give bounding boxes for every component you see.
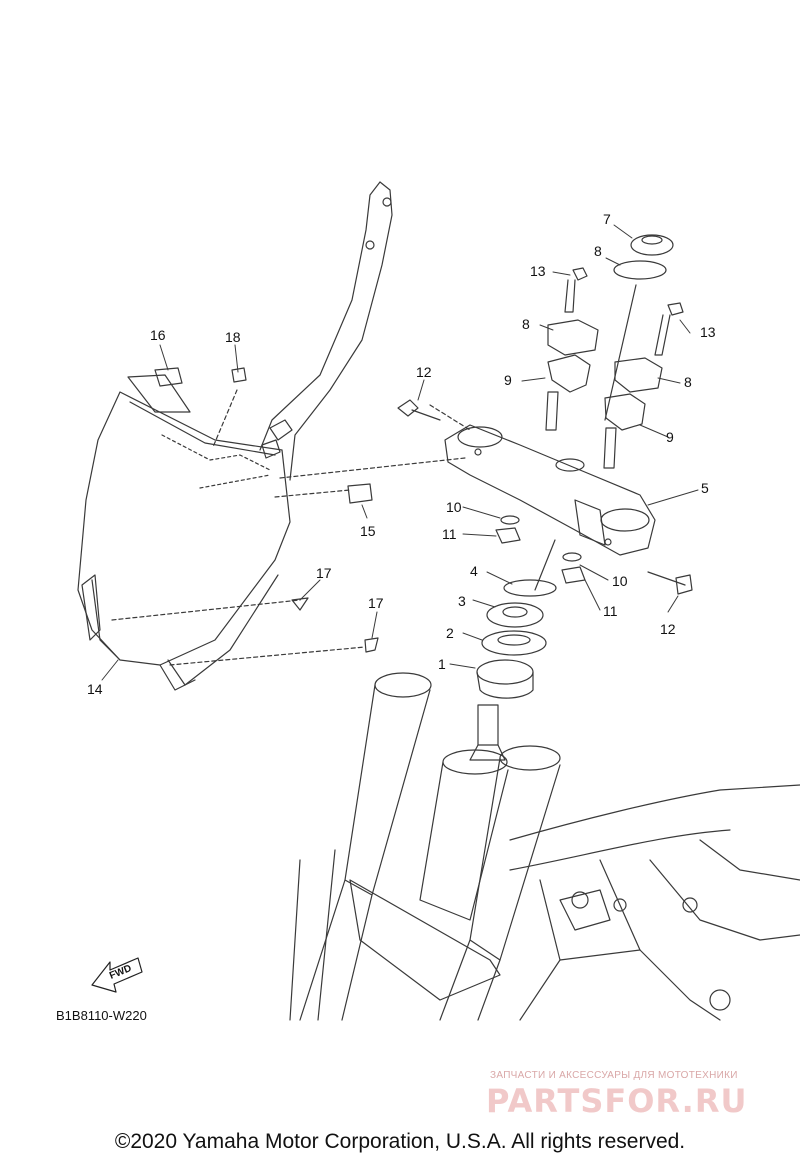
- callout-12b: 12: [660, 621, 676, 637]
- fwd-label: FWD: [108, 963, 133, 982]
- callout-3: 3: [458, 593, 466, 609]
- callout-leaders: [101, 224, 699, 681]
- leader-16: [127, 374, 191, 413]
- callout-14: 14: [87, 681, 103, 697]
- callout-13b: 13: [700, 324, 716, 340]
- callout-8b: 8: [684, 374, 692, 390]
- upper-triple-clamp: [444, 424, 656, 556]
- pinch-bolts: [397, 399, 693, 595]
- number-plate: [77, 391, 291, 691]
- watermark-tagline: ЗАПЧАСТИ И АКСЕССУАРЫ ДЛЯ МОТОТЕХНИКИ: [490, 1070, 738, 1081]
- callout-10a: 10: [446, 499, 462, 515]
- callout-1: 1: [438, 656, 446, 672]
- callout-12a: 12: [416, 364, 432, 380]
- watermark-brand: PARTSFOR.RU: [486, 1082, 748, 1120]
- frame: [509, 784, 800, 1021]
- copyright-notice: ©2020 Yamaha Motor Corporation, U.S.A. A…: [114, 1130, 686, 1153]
- callout-2: 2: [446, 625, 454, 641]
- callout-13a: 13: [530, 263, 546, 279]
- small-fasteners: [154, 367, 586, 653]
- leader-lines: [111, 389, 471, 666]
- callout-15: 15: [360, 523, 376, 539]
- fork-assembly: [289, 672, 561, 1021]
- callout-8a: 8: [522, 316, 530, 332]
- callout-5: 5: [701, 480, 709, 496]
- handlebar-holders: [545, 267, 684, 469]
- watermark: ЗАПЧАСТИ И АКСЕССУАРЫ ДЛЯ МОТОТЕХНИКИ PA…: [466, 1070, 796, 1120]
- callout-9b: 9: [666, 429, 674, 445]
- fwd-arrow-icon: [91, 957, 143, 993]
- callout-4: 4: [470, 563, 478, 579]
- callout-11a: 11: [442, 526, 457, 542]
- callout-6: 7: [603, 211, 611, 227]
- callout-17a: 17: [316, 565, 332, 581]
- bearing-stack: [476, 579, 557, 699]
- callout-7: 8: [594, 243, 602, 259]
- callout-9a: 9: [504, 372, 512, 388]
- diagram-reference-code: B1B8110-W220: [56, 1008, 147, 1023]
- top-nut-washer: [534, 234, 674, 591]
- fork-strap: [259, 181, 393, 481]
- callout-16: 16: [150, 327, 166, 343]
- callout-10b: 10: [612, 573, 628, 589]
- callout-11b: 11: [603, 603, 618, 619]
- callout-18: 18: [225, 329, 241, 345]
- callout-17b: 17: [368, 595, 384, 611]
